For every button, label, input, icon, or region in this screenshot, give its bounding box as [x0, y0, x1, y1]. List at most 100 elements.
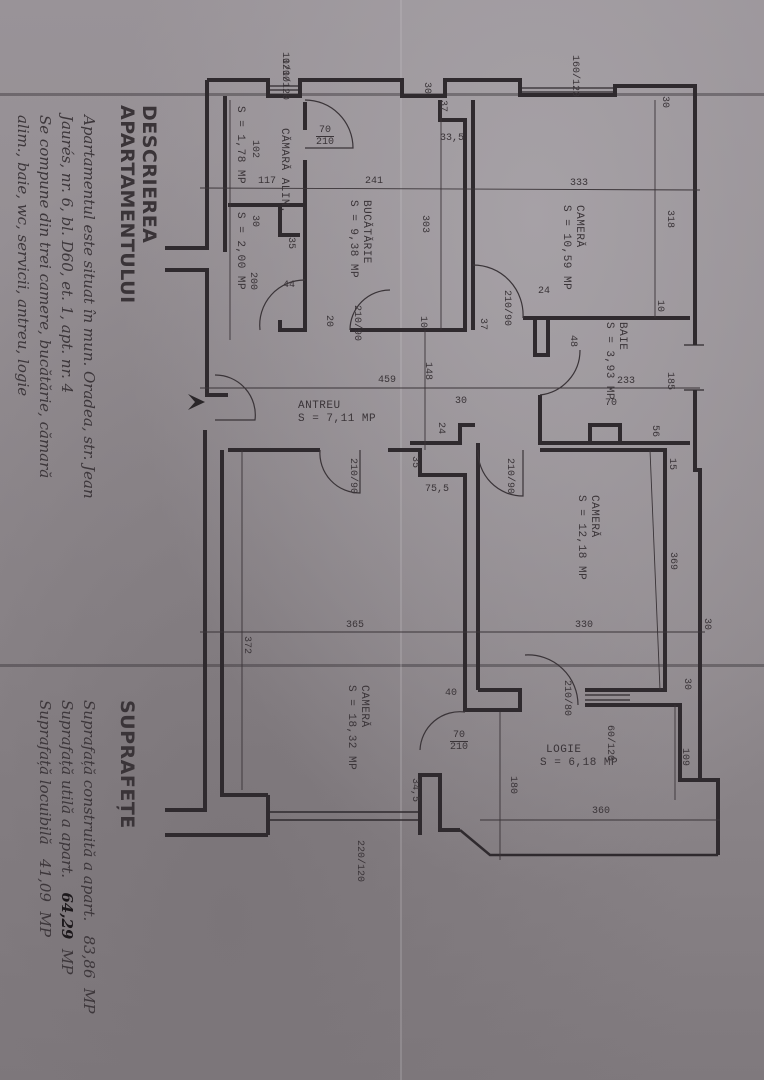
dimension-label: 30 — [659, 96, 670, 109]
dimension-label: 75,5 — [425, 484, 450, 495]
dimension-label: 30 — [421, 82, 432, 95]
dimension-label: 369 — [667, 552, 678, 571]
room-area: S = 18,32 MP — [345, 685, 357, 771]
door-width: 80 — [561, 704, 572, 717]
room-name: CĂMARĂ ALIM. — [278, 128, 290, 214]
dimension-label: 148 — [422, 362, 433, 381]
room-label-camera-1: CAMERĂ S = 10,59 MP — [559, 205, 585, 290]
window-label: 220/120 — [354, 840, 365, 883]
door-width: 90 — [347, 482, 358, 495]
surface-value: 41,09 — [36, 859, 54, 902]
surface-unit: MP — [58, 948, 76, 975]
dimension-label: 37 — [437, 100, 448, 113]
dimension-label: 330 — [575, 620, 594, 631]
dimension-label: 15 — [666, 458, 677, 471]
dimension-label: 180 — [507, 776, 518, 795]
dimension-label: 365 — [346, 620, 365, 631]
dim-line — [199, 187, 701, 191]
dimension-label: 20 — [323, 315, 334, 328]
description-line: Jaurés, nr. 6, bl. D60, et. 1, apt. nr. … — [58, 115, 76, 394]
room-name: CAMERĂ — [358, 685, 370, 728]
surface-row: Suprafață utilă a apart. 64,29 MP — [56, 700, 78, 1014]
door-label: 210/90 — [504, 458, 515, 495]
door-height: 210 — [316, 136, 335, 148]
dimension-label: 37 — [477, 318, 488, 331]
room-label-camera-2: CAMERĂ S = 12,18 MP — [574, 495, 600, 580]
door-width: 90 — [501, 314, 512, 327]
window-height: 120 — [279, 82, 290, 101]
dimension-label: 117 — [258, 176, 277, 187]
window-height: 120 — [604, 743, 615, 762]
dimension-label: 241 — [365, 176, 384, 187]
dimension-label: 35 — [409, 456, 420, 469]
door-width: 90 — [351, 329, 362, 342]
dimension-label: 109 — [679, 748, 690, 767]
dimension-label: 40 — [445, 688, 458, 699]
dimension-label: 30 — [249, 215, 260, 228]
dimension-label: 70 — [605, 398, 618, 409]
room-label-bucatarie: BUCĂTĂRIE S = 9,38 MP — [346, 200, 372, 278]
outer-wall-left-lower — [165, 430, 207, 812]
description-text: Apartamentul este situat în mun. Oradea,… — [12, 115, 100, 499]
room-name: CAMERĂ — [573, 205, 585, 248]
room-label-camera-3: CAMERĂ S = 18,32 MP — [344, 685, 370, 770]
window-height: 10 — [279, 70, 290, 83]
dimension-label: 233 — [617, 376, 636, 387]
dimension-label: 44 — [283, 280, 296, 291]
surface-value-handwritten: 64,29 — [58, 892, 76, 940]
dimension-label: 56 — [649, 425, 660, 438]
door-height: 210 — [504, 458, 515, 477]
paper-fold-line — [0, 664, 764, 667]
room-area: S = 9,38 MP — [347, 200, 359, 279]
door-width: 70 — [319, 125, 332, 136]
room-area-wc: S = 2,00 MP — [234, 212, 246, 291]
dimension-label: 318 — [664, 210, 675, 229]
room-area: S = 10,59 MP — [560, 205, 572, 291]
dimension-label: 303 — [419, 215, 430, 234]
description-title: DESCRIEREA APARTAMENTULUI — [116, 105, 160, 304]
dimension-label: 10 — [654, 300, 665, 313]
dimension-label: 372 — [241, 636, 252, 655]
surface-value: 83,86 — [80, 935, 98, 979]
description-line: Se compune din trei camere, bucătărie, c… — [36, 115, 54, 479]
door-label: 210/80 — [561, 680, 572, 717]
door-height: 210 — [501, 290, 512, 309]
surfaces-title: SUPRAFEȚE — [116, 700, 138, 829]
surface-row: Suprafață locuibilă 41,09 MP — [34, 700, 56, 1014]
outer-wall-top — [207, 78, 697, 345]
room-name: ANTREU — [298, 400, 341, 412]
kitchen-wall — [350, 100, 467, 332]
dimension-label: 30 — [701, 618, 712, 631]
dimension-label: 48 — [567, 335, 578, 348]
dimension-label: 34,5 — [409, 778, 420, 803]
surface-unit: MP — [36, 911, 54, 937]
description-line: alim., baie, wc, servicii, antreu, logie — [14, 115, 32, 397]
room-area: S = 6,18 MP — [540, 757, 619, 769]
window-height: 120 — [354, 864, 365, 883]
room-label-logie: LOGIE S = 6,18 MP — [540, 744, 618, 770]
window-width: 220 — [354, 840, 365, 859]
door-height: 210 — [347, 458, 358, 477]
dimension-label: 459 — [378, 375, 397, 386]
dimension-label: 360 — [592, 806, 611, 817]
room-name: LOGIE — [546, 744, 582, 756]
dimension-label: 185 — [664, 372, 675, 391]
window-width: 160 — [569, 55, 580, 74]
dimension-label: 333 — [570, 178, 589, 189]
room-label-camara: CĂMARĂ ALIM. — [277, 128, 290, 213]
door-width: 90 — [504, 482, 515, 495]
description-title-line2: APARTAMENTULUI — [116, 105, 138, 304]
surface-label: Suprafață utilă a apart. — [58, 700, 76, 879]
window-width: 60 — [604, 725, 615, 738]
description-line: Apartamentul este situat în mun. Oradea,… — [80, 115, 98, 499]
dimension-label: 24 — [435, 422, 446, 435]
description-title-line1: DESCRIEREA — [138, 105, 160, 244]
dimension-label: 30 — [681, 678, 692, 691]
window-label: 160/120 — [569, 55, 580, 98]
surface-row: Suprafață construită a apart. 83,86 MP — [78, 700, 100, 1014]
dimension-label: 102 — [249, 140, 260, 159]
surface-label: Suprafață construită a apart. — [80, 700, 98, 922]
room-name: BAIE — [616, 322, 628, 351]
